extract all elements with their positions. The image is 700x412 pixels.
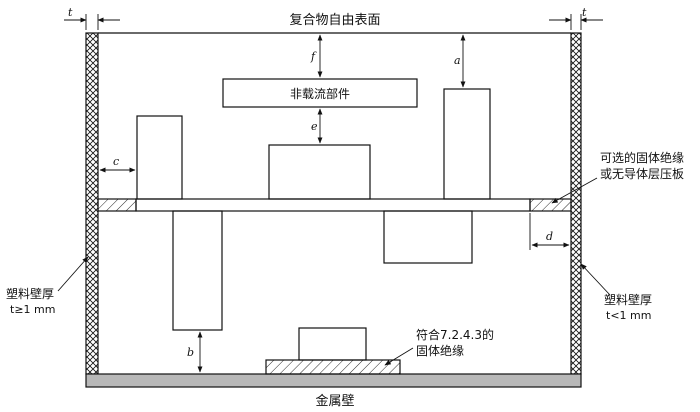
right-wall-label-1: 塑料壁厚 <box>604 292 652 307</box>
non-current-part-label: 非载流部件 <box>290 86 350 101</box>
left-plastic-wall <box>85 32 99 375</box>
non-current-part <box>222 78 418 108</box>
right-plastic-wall <box>570 32 582 375</box>
right-wall-leader <box>580 263 611 296</box>
metal-wall-label: 金属壁 <box>315 393 354 409</box>
conform-insulation-leader <box>384 347 414 366</box>
printed-board <box>135 198 531 212</box>
a-symbol: a <box>454 54 461 67</box>
left-wall-leader <box>57 256 89 292</box>
left-upper-component <box>136 115 183 200</box>
left-wall-label-2: t≥1 mm <box>10 303 55 316</box>
bottom-component <box>298 327 367 361</box>
e-symbol: e <box>311 120 318 133</box>
left-lower-component <box>172 210 223 331</box>
metal-wall <box>85 373 582 388</box>
bottom-solid-insulation <box>265 359 401 375</box>
optional-insulation-label-1: 可选的固体绝缘 <box>600 150 684 165</box>
f-symbol: f <box>310 50 317 63</box>
d-symbol: d <box>546 230 553 243</box>
board-right-insulation <box>529 198 572 212</box>
free-surface-label: 复合物自由表面 <box>289 13 380 28</box>
tall-component <box>443 88 491 200</box>
board-left-insulation <box>97 198 137 212</box>
conform-insulation-label-1: 符合7.2.4.3的 <box>416 327 494 342</box>
optional-insulation-leader <box>551 177 598 204</box>
left-wall-label-1: 塑料壁厚 <box>6 286 54 301</box>
right-lower-component <box>383 210 473 264</box>
t-left-symbol: t <box>68 6 73 19</box>
conform-insulation-label-2: 固体绝缘 <box>416 343 464 358</box>
middle-upper-component <box>268 144 371 200</box>
b-symbol: b <box>187 346 194 359</box>
t-right-symbol: t <box>582 6 587 19</box>
right-wall-label-2: t<1 mm <box>606 309 651 322</box>
optional-insulation-label-2: 或无导体层压板 <box>600 167 684 181</box>
c-symbol: c <box>113 155 119 168</box>
